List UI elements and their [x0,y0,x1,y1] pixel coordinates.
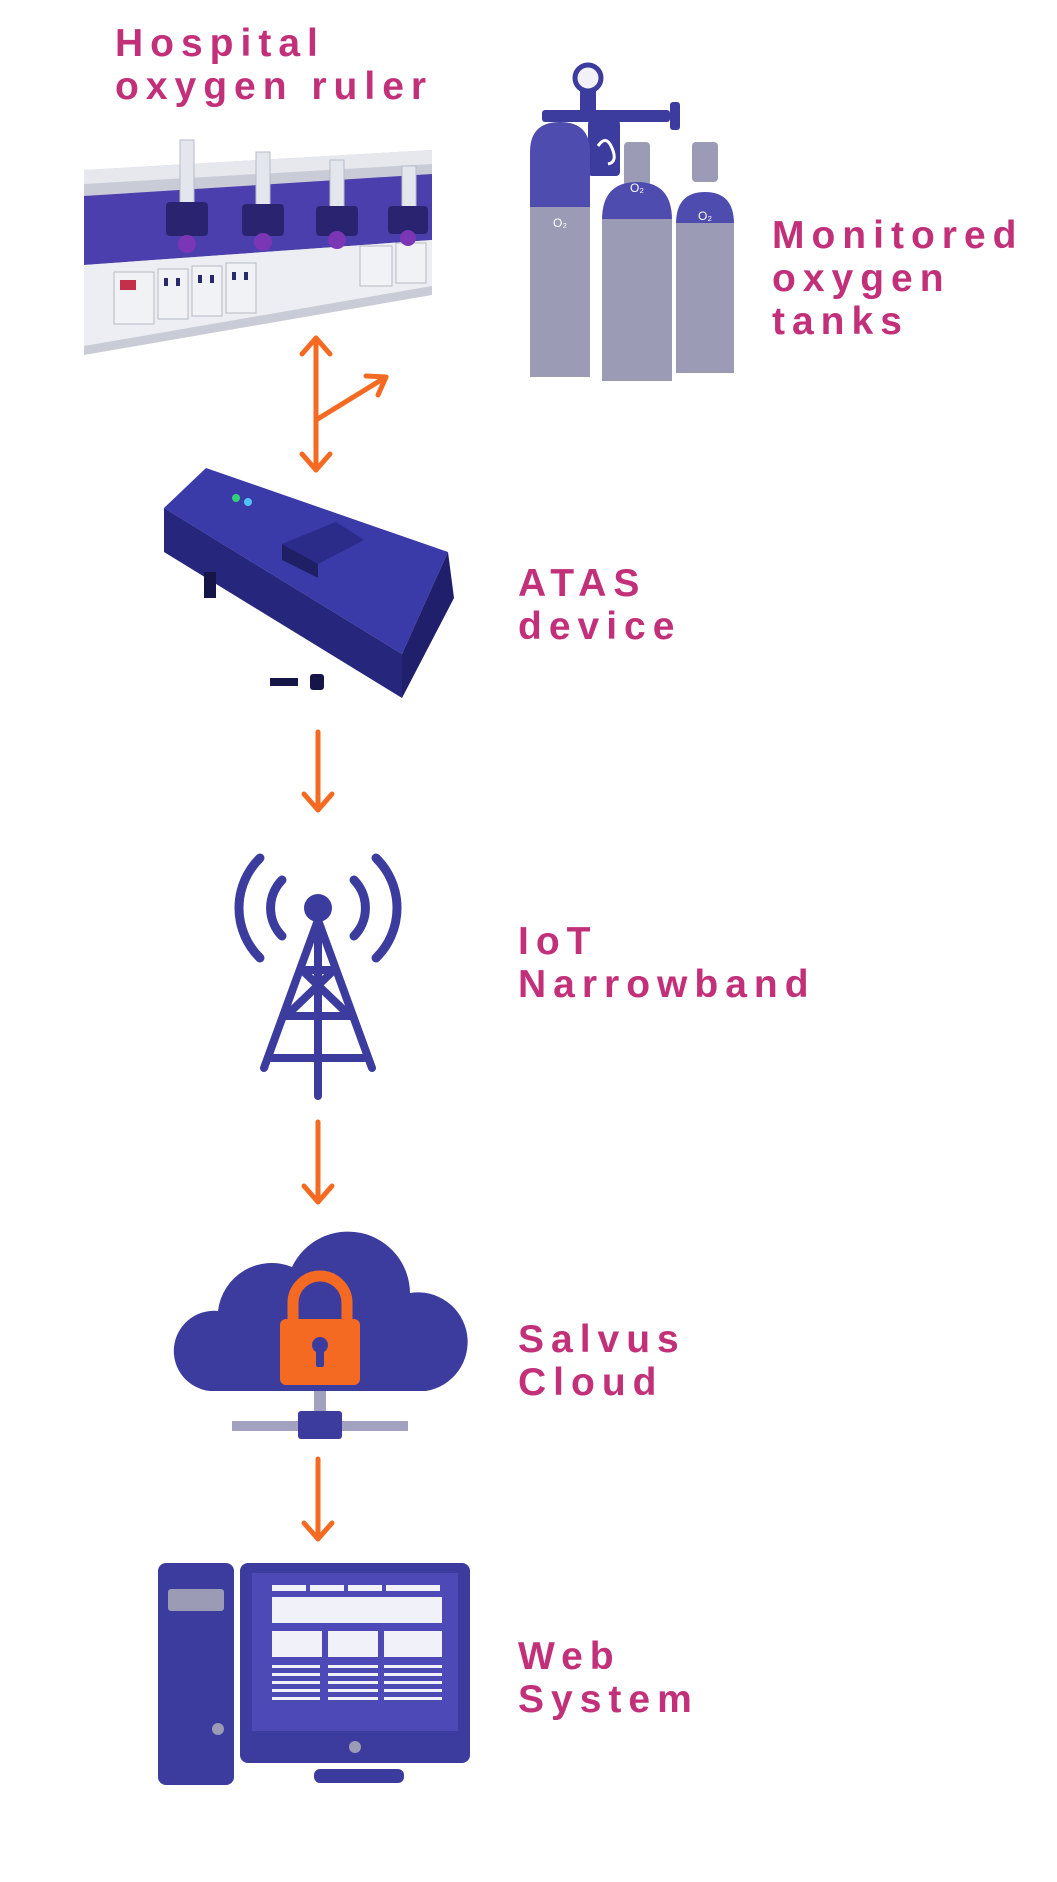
salvus-cloud-label-line2: Cloud [518,1361,664,1404]
hospital-ruler-label-line1: Hospital [115,22,325,65]
tank-o2-label: O₂ [698,209,712,223]
secure-cloud-icon [173,1231,468,1439]
desktop-computer-icon [158,1563,470,1785]
oxygen-tanks-label-line2: oxygen [772,257,951,300]
arrow-down-icon [301,1119,335,1205]
arrow-down-icon [301,1456,335,1542]
iot-narrowband-label-line1: IoT [518,920,598,963]
tank-o2-label: O₂ [630,181,644,195]
hospital-ruler-label: Hospital oxygen ruler [115,22,433,108]
tank-o2-label: O₂ [553,216,567,230]
atas-device-label-line2: device [518,605,682,648]
web-system-label: Web System [518,1635,699,1721]
salvus-cloud-label: Salvus Cloud [518,1318,686,1404]
padlock-icon [280,1270,360,1385]
radio-tower-icon [234,853,402,1100]
web-system-label-line2: System [518,1678,699,1721]
hospital-ruler-label-line2: oxygen ruler [115,65,434,108]
salvus-cloud-label-line1: Salvus [518,1318,686,1361]
oxygen-tanks-label-line3: tanks [772,300,909,343]
oxygen-tanks-label: Monitored oxygen tanks [772,214,1023,343]
web-system-label-line1: Web [518,1635,621,1678]
oxygen-ruler-panel-icon [84,139,432,355]
atas-device-label: ATAS device [518,562,681,648]
oxygen-tanks-label-line1: Monitored [772,214,1024,257]
iot-narrowband-label: IoT Narrowband [518,920,816,1006]
arrow-down-icon [301,729,335,813]
atas-device-label-line1: ATAS [518,562,647,605]
bidirectional-arrow-icon [299,335,389,473]
iot-box-device-icon [164,468,454,698]
oxygen-cylinders-icon: O₂ O₂ O₂ [530,62,734,381]
iot-narrowband-label-line2: Narrowband [518,963,816,1006]
